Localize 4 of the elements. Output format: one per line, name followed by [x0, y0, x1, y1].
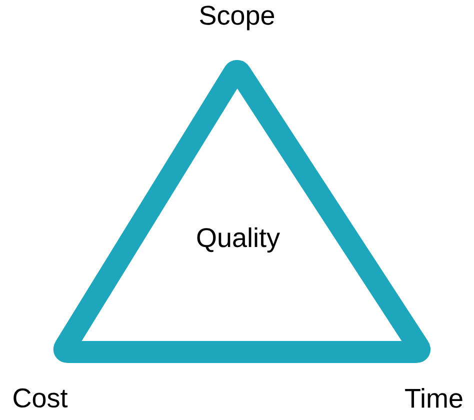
corner-label: Scope — [200, 6, 274, 30]
corner-label: Time — [405, 388, 462, 408]
corner-label: Cost — [14, 388, 68, 408]
triangle: Quality — [53, 60, 431, 363]
